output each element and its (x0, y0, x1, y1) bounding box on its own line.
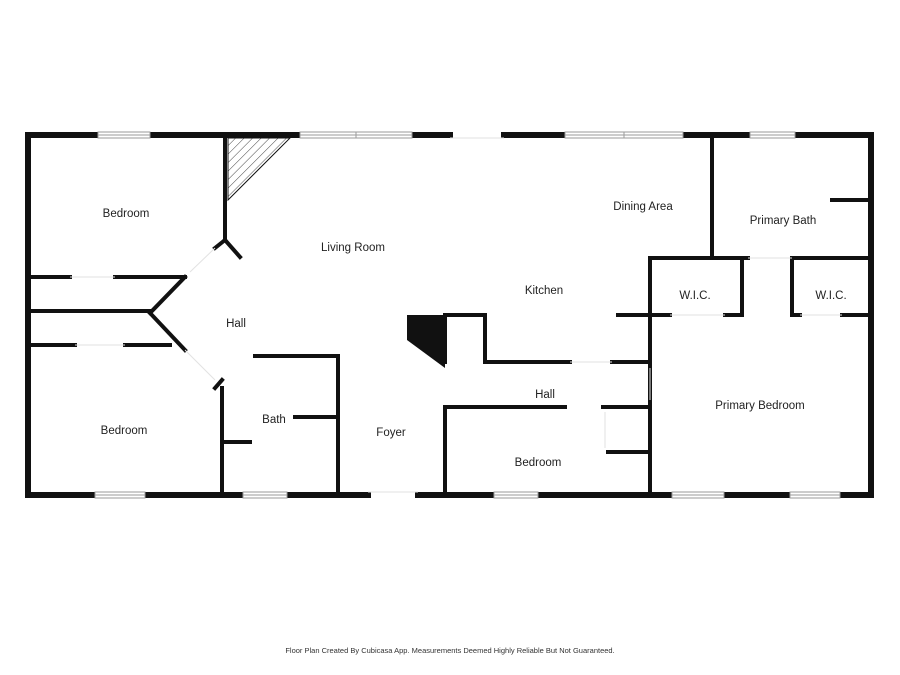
room-label-hall-west: Hall (226, 318, 246, 330)
disclaimer-text: Floor Plan Created By Cubicasa App. Meas… (285, 646, 615, 655)
interior-walls-east (648, 136, 871, 495)
room-label-bath: Bath (262, 414, 286, 426)
room-label-living-room: Living Room (321, 242, 385, 254)
room-label-wic-right: W.I.C. (815, 290, 846, 302)
windows (94, 131, 841, 499)
room-label-wic-left: W.I.C. (679, 290, 710, 302)
interior-walls-center (407, 313, 652, 495)
room-label-hall-east: Hall (535, 389, 555, 401)
fireplace (227, 137, 292, 202)
room-label-kitchen: Kitchen (525, 285, 563, 297)
room-label-bedroom-sw: Bedroom (101, 425, 148, 437)
room-label-bedroom-nw: Bedroom (103, 208, 150, 220)
room-label-primary-bath: Primary Bath (750, 215, 816, 227)
room-label-bedroom-south: Bedroom (515, 457, 562, 469)
room-label-dining-area: Dining Area (613, 201, 673, 213)
interior-walls-west (28, 136, 340, 495)
room-labels: Bedroom Living Room Dining Area Primary … (101, 201, 847, 469)
room-label-primary-bedroom: Primary Bedroom (715, 400, 804, 412)
room-label-foyer: Foyer (376, 427, 406, 439)
